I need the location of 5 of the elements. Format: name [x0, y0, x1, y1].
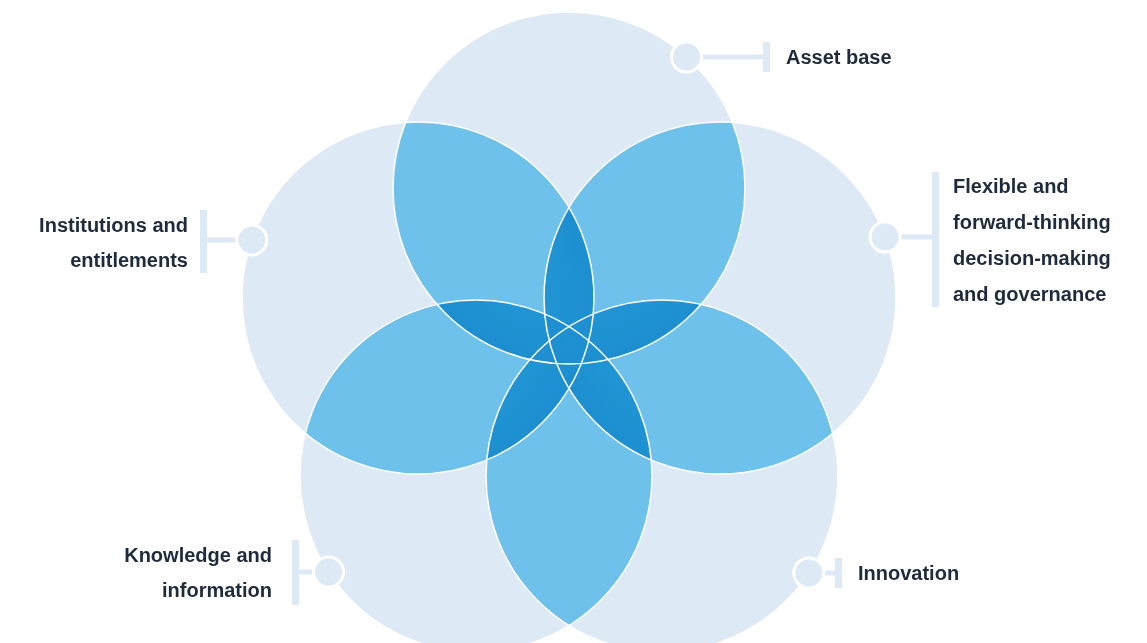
category-label: Innovation	[858, 558, 1058, 588]
category-label: Knowledge and information	[80, 538, 272, 608]
category-label: Flexible and forward-thinking decision-making and governance	[953, 168, 1147, 312]
category-label: Institutions and entitlements	[2, 208, 188, 278]
category-label: Asset base	[786, 42, 986, 72]
